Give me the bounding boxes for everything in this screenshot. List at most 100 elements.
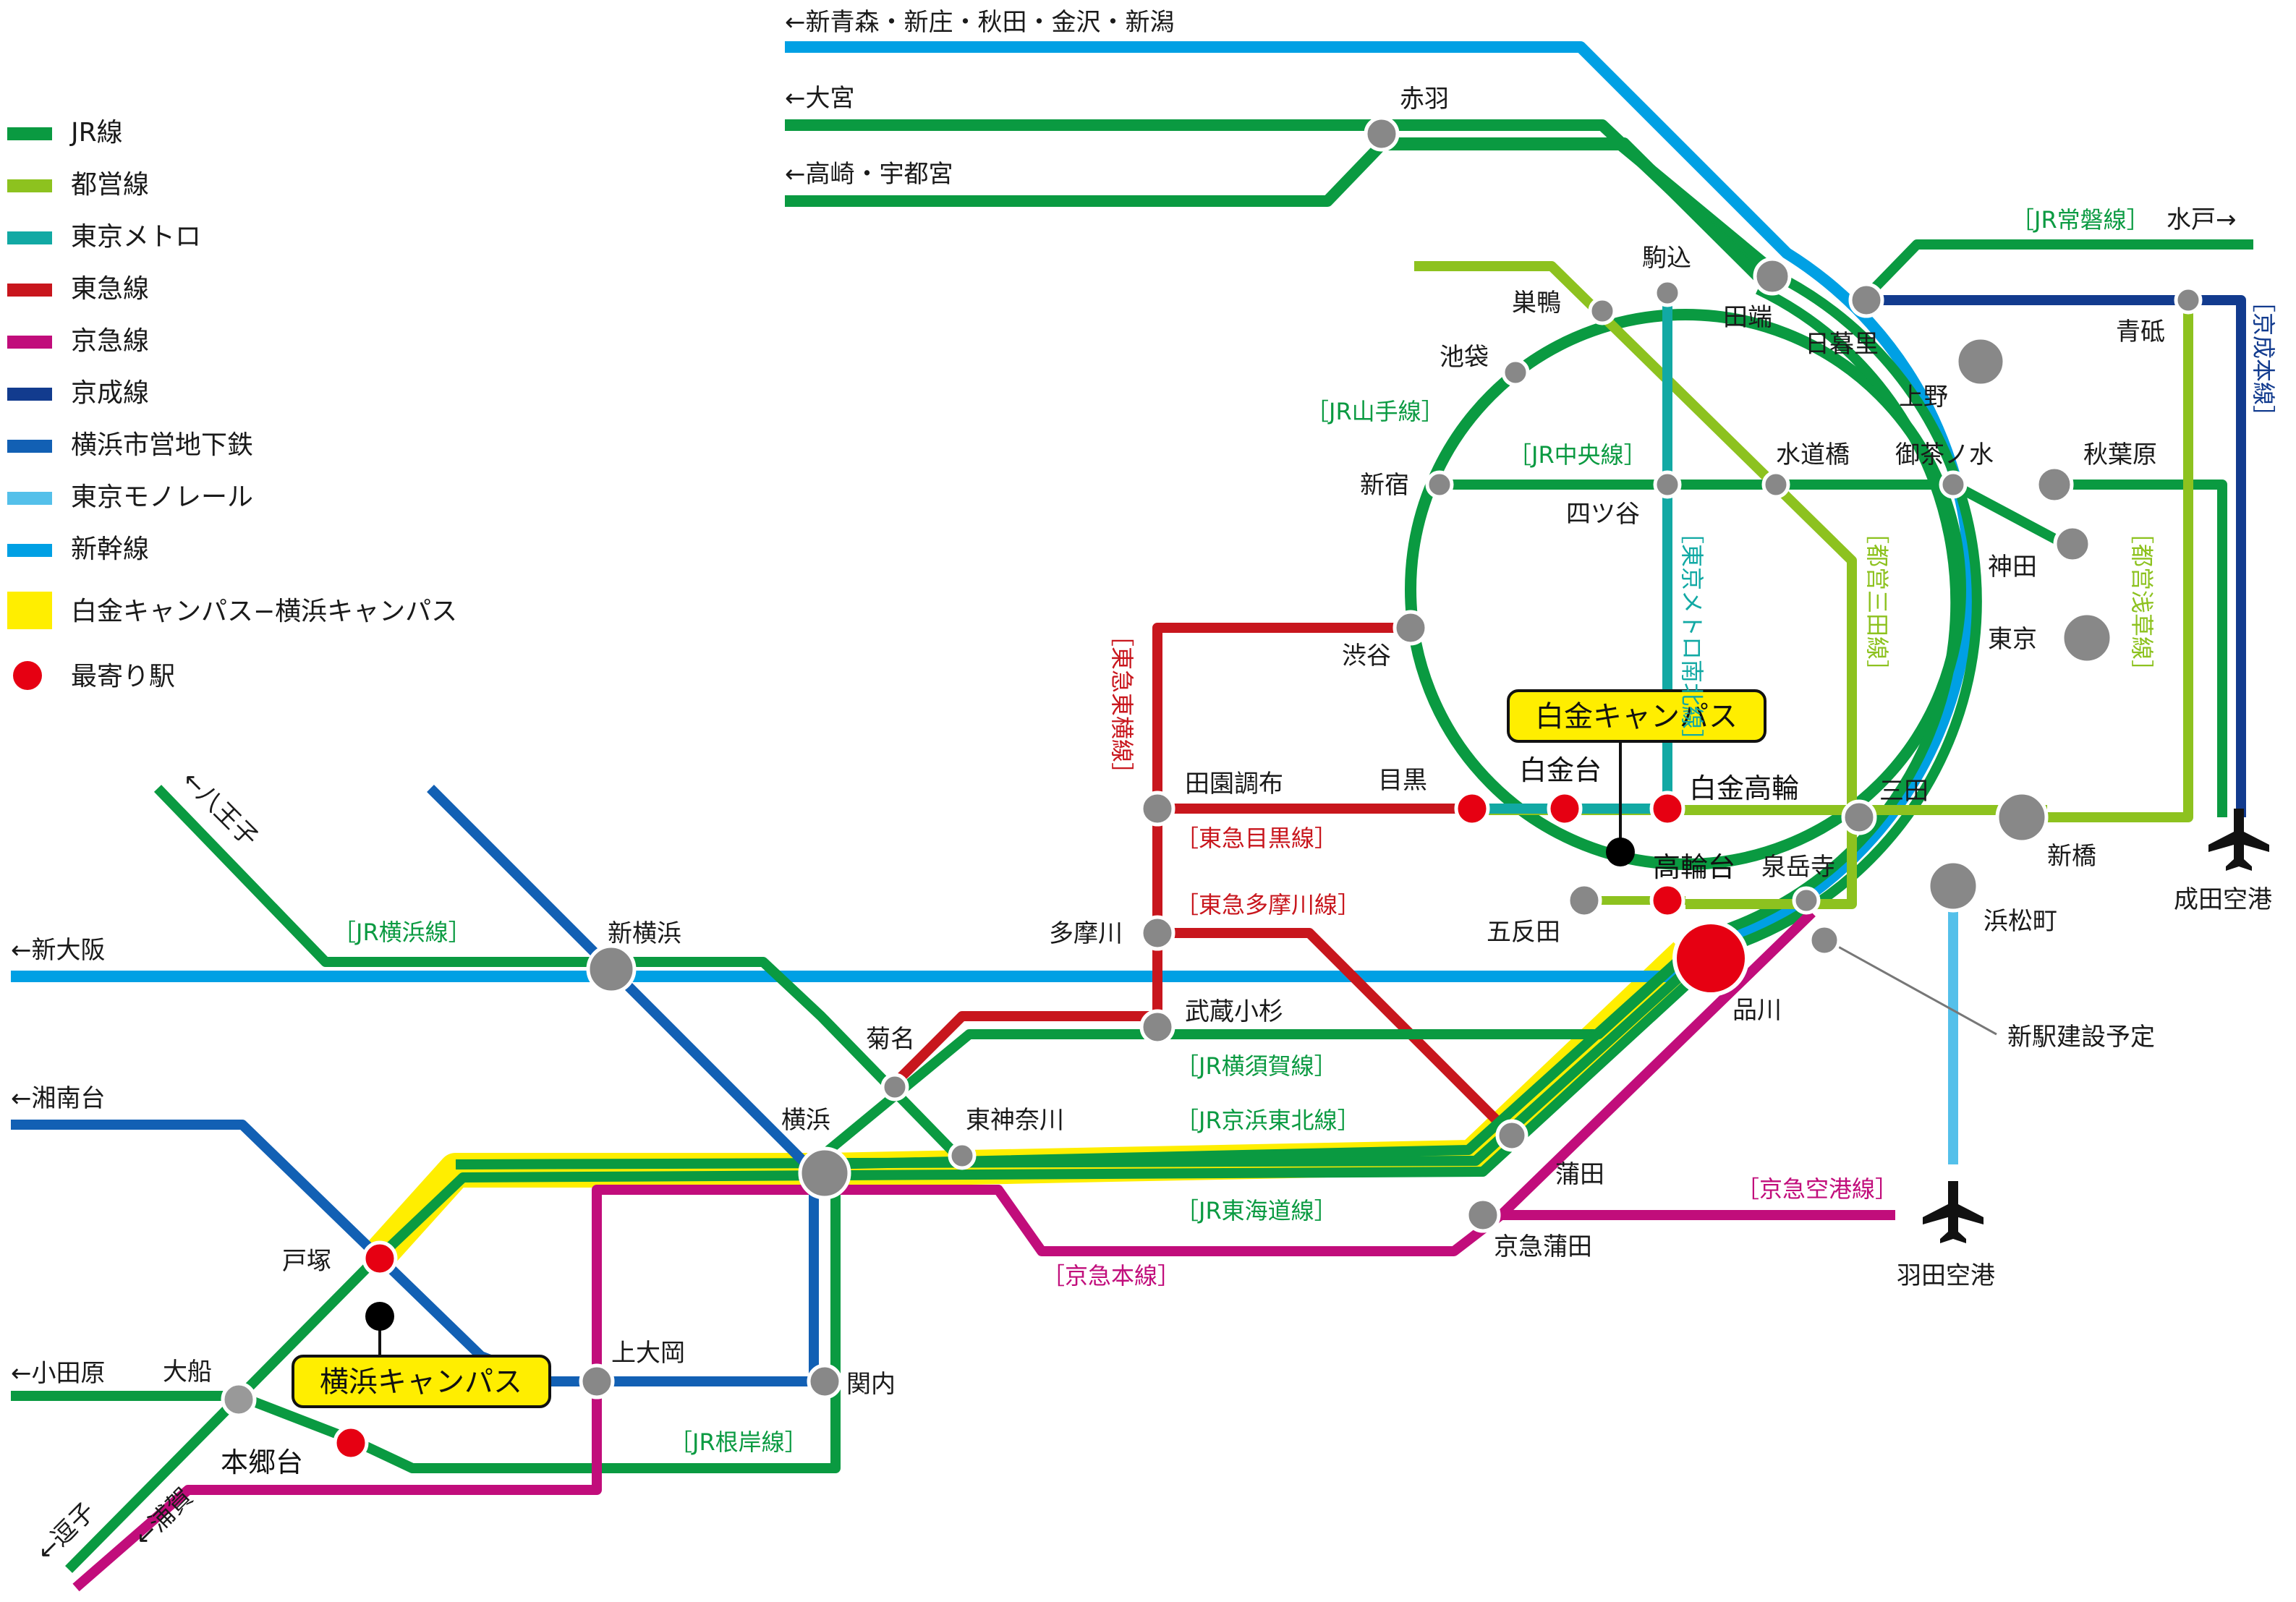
station-label-shinjuku: 新宿 xyxy=(1360,471,1409,500)
station-yotsuya[interactable] xyxy=(1653,470,1682,499)
legend-nearest-dot xyxy=(13,661,42,690)
station-label-ochanomizu: 御茶ノ水 xyxy=(1895,440,1994,469)
station-label-hongodai: 本郷台 xyxy=(221,1447,303,1478)
station-label-akihabara: 秋葉原 xyxy=(2083,440,2157,469)
station-musashikosugi[interactable] xyxy=(1139,1009,1175,1045)
legend-label-jr: JR線 xyxy=(69,118,123,148)
station-akihabara[interactable] xyxy=(2035,465,2074,504)
station-keikyu-kamata[interactable] xyxy=(1465,1197,1501,1233)
legend-swatch-yokohama-subway xyxy=(7,440,52,453)
station-kamata[interactable] xyxy=(1495,1119,1528,1152)
yokohama-subway-blue-north xyxy=(427,785,819,1381)
station-suidobashi[interactable] xyxy=(1761,470,1790,499)
station-akabane[interactable] xyxy=(1364,116,1400,152)
station-label-komagome: 駒込 xyxy=(1642,244,1691,273)
jr-zushi-line xyxy=(65,1255,380,1573)
station-label-meguro: 目黒 xyxy=(1378,766,1427,795)
station-sugamo[interactable] xyxy=(1588,297,1617,325)
station-shinjuku[interactable] xyxy=(1425,470,1454,499)
line-label-meguro: ［東急目黒線］ xyxy=(1175,825,1338,852)
station-label-kanda: 神田 xyxy=(1988,553,2037,581)
station-labels: 赤羽 駒込 巣鴨 池袋 田端 日暮里 青砥 上野 新宿 四ツ谷 水道橋 御茶ノ水… xyxy=(163,85,2165,1478)
station-shirokanedai[interactable] xyxy=(1547,791,1583,827)
legend-swatch-metro xyxy=(7,231,52,244)
line-name-labels: ［JR常磐線］ ［京成本線］ ［JR山手線］ ［JR中央線］ ［東京メトロ南北線… xyxy=(333,206,2277,1456)
campus-marker-yokohama xyxy=(365,1302,394,1331)
legend-label-keikyu: 京急線 xyxy=(71,326,149,356)
station-label-kamiooka: 上大岡 xyxy=(611,1339,685,1368)
line-label-keihin-tohoku: ［JR京浜東北線］ xyxy=(1175,1107,1361,1134)
station-meguro[interactable] xyxy=(1454,791,1490,827)
station-ofuna[interactable] xyxy=(221,1381,257,1418)
station-tabata[interactable] xyxy=(1753,257,1792,296)
station-label-ueno: 上野 xyxy=(1899,383,1948,412)
station-kanda[interactable] xyxy=(2053,524,2092,563)
station-label-tabata: 田端 xyxy=(1723,303,1772,332)
station-hamamatsucho[interactable] xyxy=(1926,859,1980,913)
line-label-mita: ［都営三田線］ xyxy=(1863,521,1891,683)
line-label-toyoko: ［東急東横線］ xyxy=(1108,623,1136,785)
legend-label-shinkansen: 新幹線 xyxy=(71,534,149,564)
line-label-namboku: ［東京メトロ南北線］ xyxy=(1678,521,1706,752)
station-label-kannai: 関内 xyxy=(846,1370,896,1399)
station-mita[interactable] xyxy=(1841,799,1877,835)
station-label-higashikanagawa: 東神奈川 xyxy=(966,1106,1064,1135)
line-label-yamanote: ［JR山手線］ xyxy=(1306,398,1445,425)
station-totsuka[interactable] xyxy=(362,1240,398,1277)
legend-label-monorail: 東京モノレール xyxy=(71,482,253,512)
station-label-gotanda: 五反田 xyxy=(1487,918,1560,947)
direction-hachioji: ←八王子 xyxy=(177,765,264,853)
station-gotanda[interactable] xyxy=(1566,882,1602,919)
station-label-keikyu-kamata: 京急蒲田 xyxy=(1494,1232,1592,1261)
station-shinyokohama[interactable] xyxy=(586,944,637,994)
jr-yokohama-line xyxy=(153,785,966,1164)
legend-label-campus-route: 白金キャンパス−横浜キャンパス xyxy=(71,597,457,626)
direction-mito: 水戸→ xyxy=(2167,205,2237,234)
station-label-mita: 三田 xyxy=(1879,777,1929,806)
station-shinagawa[interactable] xyxy=(1672,920,1749,997)
airport-label-haneda: 羽田空港 xyxy=(1897,1261,1995,1290)
station-kamiooka[interactable] xyxy=(579,1363,615,1399)
station-ochanomizu[interactable] xyxy=(1939,470,1968,499)
station-shirokane-takanawa[interactable] xyxy=(1649,791,1685,827)
station-kikuna[interactable] xyxy=(880,1073,909,1102)
station-kannai[interactable] xyxy=(807,1363,843,1399)
airport-icons xyxy=(1923,809,2269,1243)
station-label-shinagawa: 品川 xyxy=(1732,996,1782,1025)
station-denenchofu[interactable] xyxy=(1139,791,1175,827)
station-komagome[interactable] xyxy=(1653,278,1682,307)
campus-box-yokohama[interactable] xyxy=(292,1355,551,1408)
station-label-shirokanedai: 白金台 xyxy=(1519,754,1602,786)
legend-swatch-keisei xyxy=(7,388,52,401)
station-ueno[interactable] xyxy=(1955,336,2007,388)
station-takanawadai[interactable] xyxy=(1649,882,1685,919)
station-label-akabane: 赤羽 xyxy=(1400,85,1449,114)
toei-asakusa-line xyxy=(2047,300,2193,822)
line-label-yokohama: ［JR横浜線］ xyxy=(333,919,472,946)
station-tokyo[interactable] xyxy=(2060,611,2114,665)
station-tamagawa[interactable] xyxy=(1139,915,1175,951)
station-sengakuji[interactable] xyxy=(1792,886,1821,915)
legend-label-nearest: 最寄り駅 xyxy=(71,662,175,691)
station-label-ikebukuro: 池袋 xyxy=(1440,343,1489,372)
station-aoto[interactable] xyxy=(2174,286,2203,315)
station-label-hamamatsucho: 浜松町 xyxy=(1984,907,2057,936)
line-label-keisei-main: ［京成本線］ xyxy=(2250,289,2277,428)
station-nippori[interactable] xyxy=(1848,282,1884,318)
station-hongodai[interactable] xyxy=(333,1425,369,1461)
station-higashikanagawa[interactable] xyxy=(948,1141,977,1170)
station-new[interactable] xyxy=(1808,924,1841,957)
campus-labels: 白金キャンパス 横浜キャンパス xyxy=(292,689,1766,1408)
jr-yamanote-ring xyxy=(1405,309,1966,870)
note-new-station: 新駅建設予定 xyxy=(2007,1023,2155,1052)
line-label-negishi: ［JR根岸線］ xyxy=(669,1428,808,1456)
station-label-yotsuya: 四ツ谷 xyxy=(1566,500,1640,529)
line-label-asakusa: ［都営浅草線］ xyxy=(2128,521,2156,683)
legend-label-metro: 東京メトロ xyxy=(71,222,201,252)
jr-chuo-to-narita xyxy=(2054,480,2227,817)
station-shibuya[interactable] xyxy=(1393,610,1429,646)
campus-box-shirokane[interactable] xyxy=(1507,689,1766,743)
station-shimbashi[interactable] xyxy=(1995,791,2049,844)
station-ikebukuro[interactable] xyxy=(1501,358,1530,387)
station-yokohama[interactable] xyxy=(798,1146,851,1200)
